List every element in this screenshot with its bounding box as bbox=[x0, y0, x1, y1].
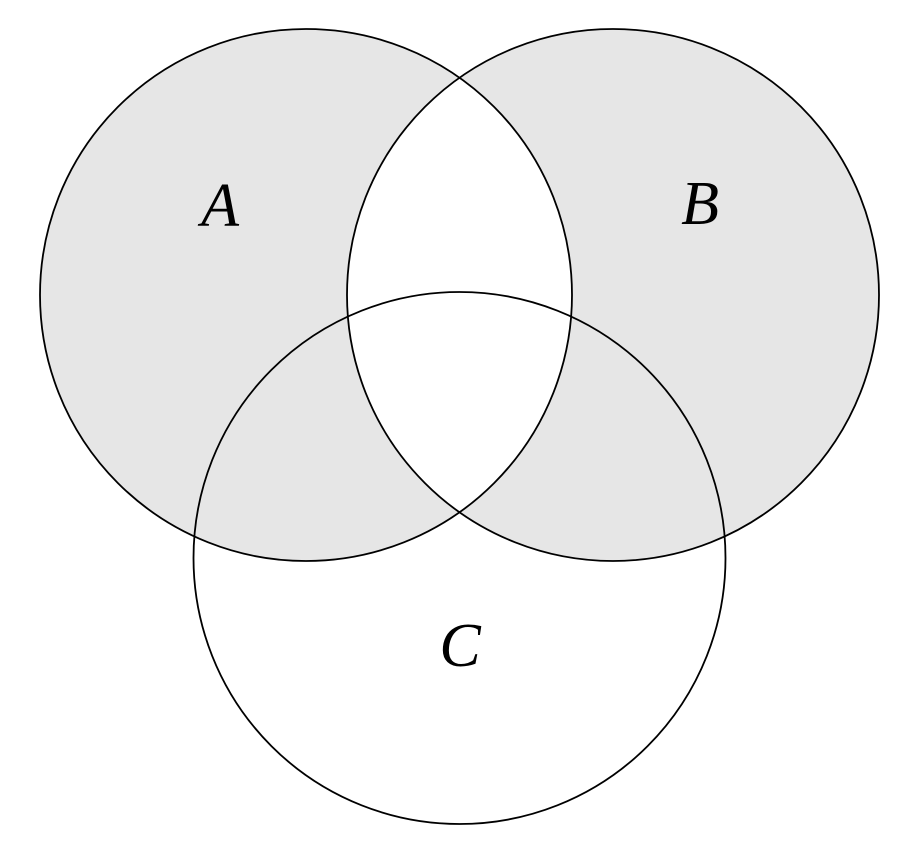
label-set-b: B bbox=[681, 170, 719, 238]
label-set-c: C bbox=[439, 612, 481, 680]
circle-c bbox=[192, 291, 727, 825]
circle-a bbox=[39, 28, 573, 562]
circle-b bbox=[346, 28, 880, 562]
label-set-a: A bbox=[197, 172, 240, 240]
shaded-region-a-symdiff-b bbox=[40, 29, 879, 561]
